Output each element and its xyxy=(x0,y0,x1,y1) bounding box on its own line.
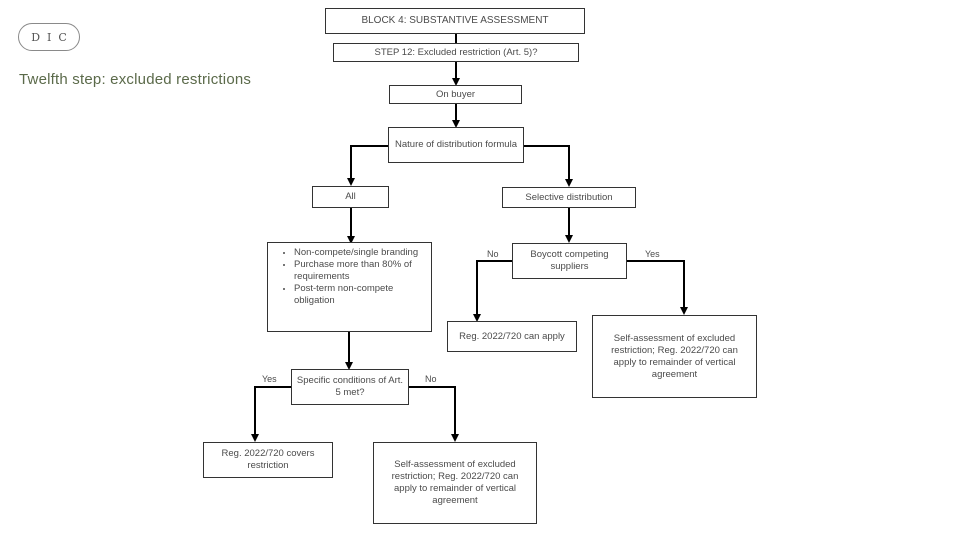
node-block-4: BLOCK 4: SUBSTANTIVE ASSESSMENT xyxy=(325,8,585,34)
node-self-assessment-right: Self-assessment of excluded restriction;… xyxy=(592,315,757,398)
node-selective-distribution: Selective distribution xyxy=(502,187,636,208)
node-reg-covers-restriction: Reg. 2022/720 covers restriction xyxy=(203,442,333,478)
node-nature-distribution: Nature of distribution formula xyxy=(388,127,524,163)
node-boycott-competing-suppliers: Boycott competing suppliers xyxy=(512,243,627,279)
node-step-12: STEP 12: Excluded restriction (Art. 5)? xyxy=(333,43,579,62)
restriction-item: Post-term non-compete obligation xyxy=(294,283,425,307)
node-reg-can-apply: Reg. 2022/720 can apply xyxy=(447,321,577,352)
connector-specific-yes xyxy=(251,386,291,442)
label-no-specific: No xyxy=(425,374,437,384)
dic-logo: DIC xyxy=(18,23,80,51)
connector-nature-all xyxy=(347,145,388,186)
node-specific-conditions: Specific conditions of Art. 5 met? xyxy=(291,369,409,405)
label-yes-boycott: Yes xyxy=(645,249,660,259)
label-yes-specific: Yes xyxy=(262,374,277,384)
restriction-list: Non-compete/single branding Purchase mor… xyxy=(276,247,425,307)
connector-nature-selective xyxy=(524,145,573,187)
restriction-item: Non-compete/single branding xyxy=(294,247,425,259)
node-self-assessment-bottom: Self-assessment of excluded restriction;… xyxy=(373,442,537,524)
node-restriction-list: Non-compete/single branding Purchase mor… xyxy=(267,242,432,332)
node-on-buyer: On buyer xyxy=(389,85,522,104)
connector-specific-no xyxy=(409,386,459,442)
node-all: All xyxy=(312,186,389,208)
connector-boycott-no xyxy=(473,260,512,322)
slide-subtitle: Twelfth step: excluded restrictions xyxy=(19,71,252,88)
connector-boycott-yes xyxy=(627,260,688,315)
label-no-boycott: No xyxy=(487,249,499,259)
restriction-item: Purchase more than 80% of requirements xyxy=(294,259,425,283)
